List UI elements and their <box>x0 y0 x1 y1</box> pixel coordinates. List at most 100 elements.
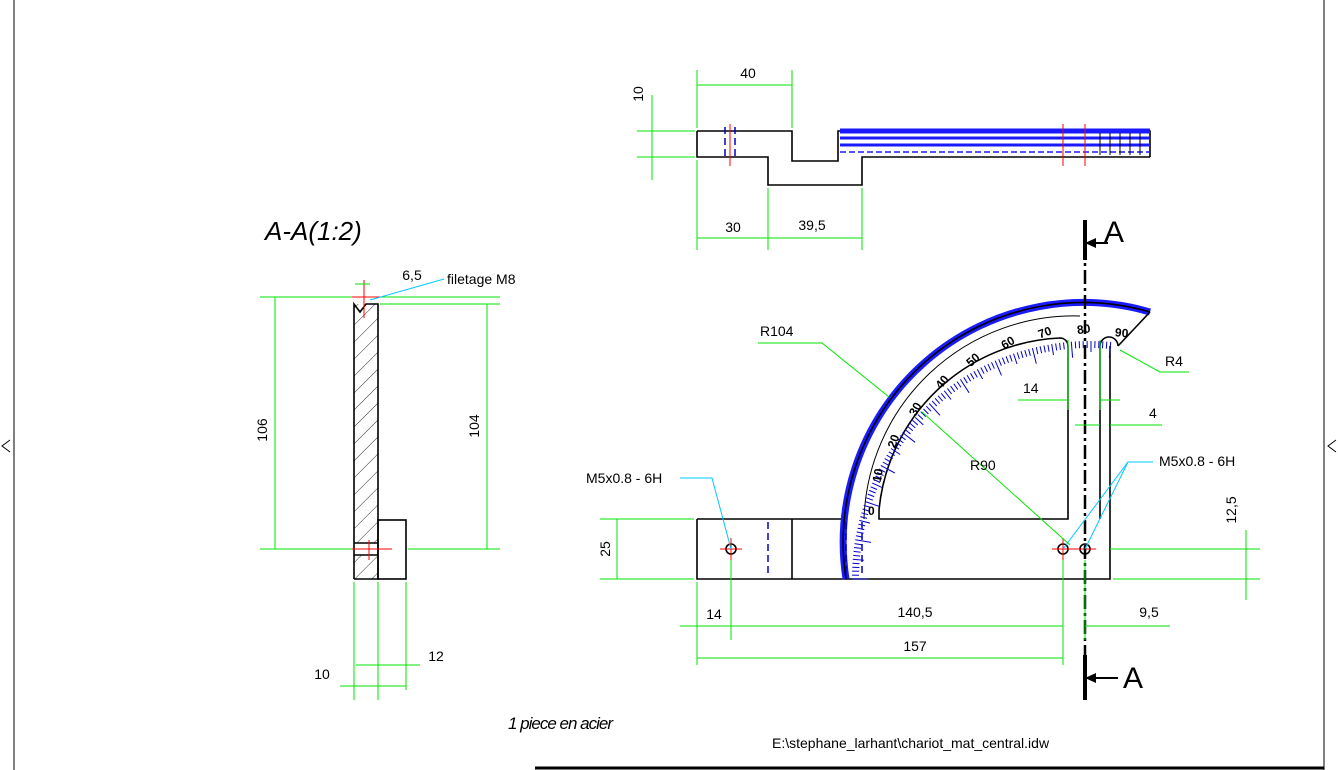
protractor-tick <box>854 543 862 546</box>
protractor-tick <box>1013 353 1018 365</box>
top-view <box>637 70 1151 250</box>
protractor-tick <box>871 482 883 489</box>
protractor-tick <box>983 365 988 373</box>
protractor-tick <box>1063 342 1065 350</box>
protractor-tick <box>917 414 924 420</box>
protractor-tick <box>852 562 860 565</box>
protractor-label: 30 <box>906 400 925 419</box>
protractor-label: 90 <box>1114 325 1129 340</box>
protractor-label: 20 <box>885 432 903 450</box>
protractor-label: 70 <box>1036 323 1054 341</box>
protractor-tick <box>1005 356 1009 363</box>
protractor-tick <box>950 385 956 393</box>
protractor-tick <box>866 497 874 501</box>
protractor-tick <box>860 516 868 519</box>
callout-thread-m8: filetage M8 <box>447 271 516 287</box>
dim-front-4: 4 <box>1149 405 1157 421</box>
protractor-tick <box>904 429 911 435</box>
protractor-label: 10 <box>870 467 886 483</box>
dim-front-9-5: 9,5 <box>1139 604 1159 620</box>
protractor-tick <box>899 435 906 441</box>
dim-top-40: 40 <box>740 65 756 81</box>
dim-top-39-5: 39,5 <box>798 217 825 233</box>
protractor-tick <box>861 512 869 516</box>
protractor-tick <box>897 438 904 444</box>
protractor-tick <box>890 448 901 455</box>
protractor-tick <box>1031 347 1037 364</box>
protractor-tick <box>1016 352 1020 360</box>
protractor-tick <box>987 363 992 371</box>
protractor-tick <box>980 367 985 374</box>
protractor-tick <box>1009 354 1013 362</box>
dim-front-140-5: 140,5 <box>897 604 932 620</box>
callout-thread-left: M5x0.8 - 6H <box>586 470 662 486</box>
protractor-tick <box>912 420 919 426</box>
protractor-tick <box>864 501 881 508</box>
material-note: 1 piece en acier <box>508 714 614 733</box>
dim-front-12-5: 12,5 <box>1223 496 1239 523</box>
protractor-tick <box>970 372 975 380</box>
protractor-tick <box>1047 344 1050 352</box>
protractor-tick <box>855 539 872 543</box>
protractor-label: 40 <box>932 372 952 391</box>
section-mark-bottom: A <box>1123 662 1143 695</box>
front-view <box>600 220 1260 700</box>
protractor-tick <box>956 381 962 388</box>
protractor-tick <box>943 390 952 400</box>
protractor-tick <box>1001 357 1006 365</box>
protractor-tick <box>902 432 916 443</box>
callout-thread-right: M5x0.8 - 6H <box>1159 453 1235 469</box>
protractor-tick <box>925 405 932 412</box>
protractor-tick <box>867 493 875 498</box>
protractor-tick <box>880 464 896 474</box>
protractor-tick <box>937 395 943 402</box>
protractor-tick <box>923 408 929 415</box>
protractor-tick <box>868 489 876 494</box>
dim-sec-104: 104 <box>466 414 482 438</box>
protractor-tick <box>909 422 916 429</box>
protractor-tick <box>884 458 892 463</box>
protractor-tick <box>853 554 861 557</box>
protractor-tick <box>1059 342 1061 350</box>
protractor-tick <box>859 519 871 524</box>
protractor-tick <box>853 550 861 553</box>
section-mark-top: A <box>1104 216 1124 249</box>
protractor-tick <box>998 359 1002 366</box>
protractor-tick <box>1108 341 1112 358</box>
dim-sec-10: 10 <box>314 666 330 682</box>
protractor-tick <box>875 475 883 480</box>
dim-front-157: 157 <box>903 638 927 654</box>
protractor-tick <box>947 388 952 395</box>
protractor-tick <box>876 471 884 477</box>
protractor-tick <box>940 392 946 400</box>
protractor-tick <box>878 468 886 473</box>
protractor-tick <box>907 425 914 432</box>
protractor-tick <box>963 377 968 384</box>
protractor-tick <box>1105 341 1108 349</box>
protractor-tick <box>959 379 970 394</box>
protractor-tick <box>914 417 924 426</box>
dim-top-10: 10 <box>630 86 646 102</box>
protractor-tick <box>953 383 959 390</box>
protractor-tick <box>870 486 878 490</box>
dim-r104: R104 <box>760 323 794 339</box>
section-title: A-A(1:2) <box>263 216 362 246</box>
protractor-tick <box>1043 345 1046 353</box>
protractor-tick <box>1051 344 1054 356</box>
dim-front-14-top: 14 <box>1023 380 1039 396</box>
protractor-label: 80 <box>1076 321 1091 337</box>
protractor-tick <box>854 547 862 549</box>
protractor-tick <box>857 527 865 531</box>
protractor-tick <box>886 454 893 460</box>
dim-front-14-left: 14 <box>706 606 722 622</box>
dim-sec-6-5: 6,5 <box>402 267 422 283</box>
file-path: E:\stephane_larhant\chariot_mat_central.… <box>772 735 1050 751</box>
dim-r90: R90 <box>970 457 996 473</box>
protractor-tick <box>892 444 900 450</box>
protractor-tick <box>928 403 941 416</box>
protractor-tick <box>863 504 871 508</box>
protractor-tick <box>920 411 927 418</box>
protractor-tick <box>934 397 941 404</box>
